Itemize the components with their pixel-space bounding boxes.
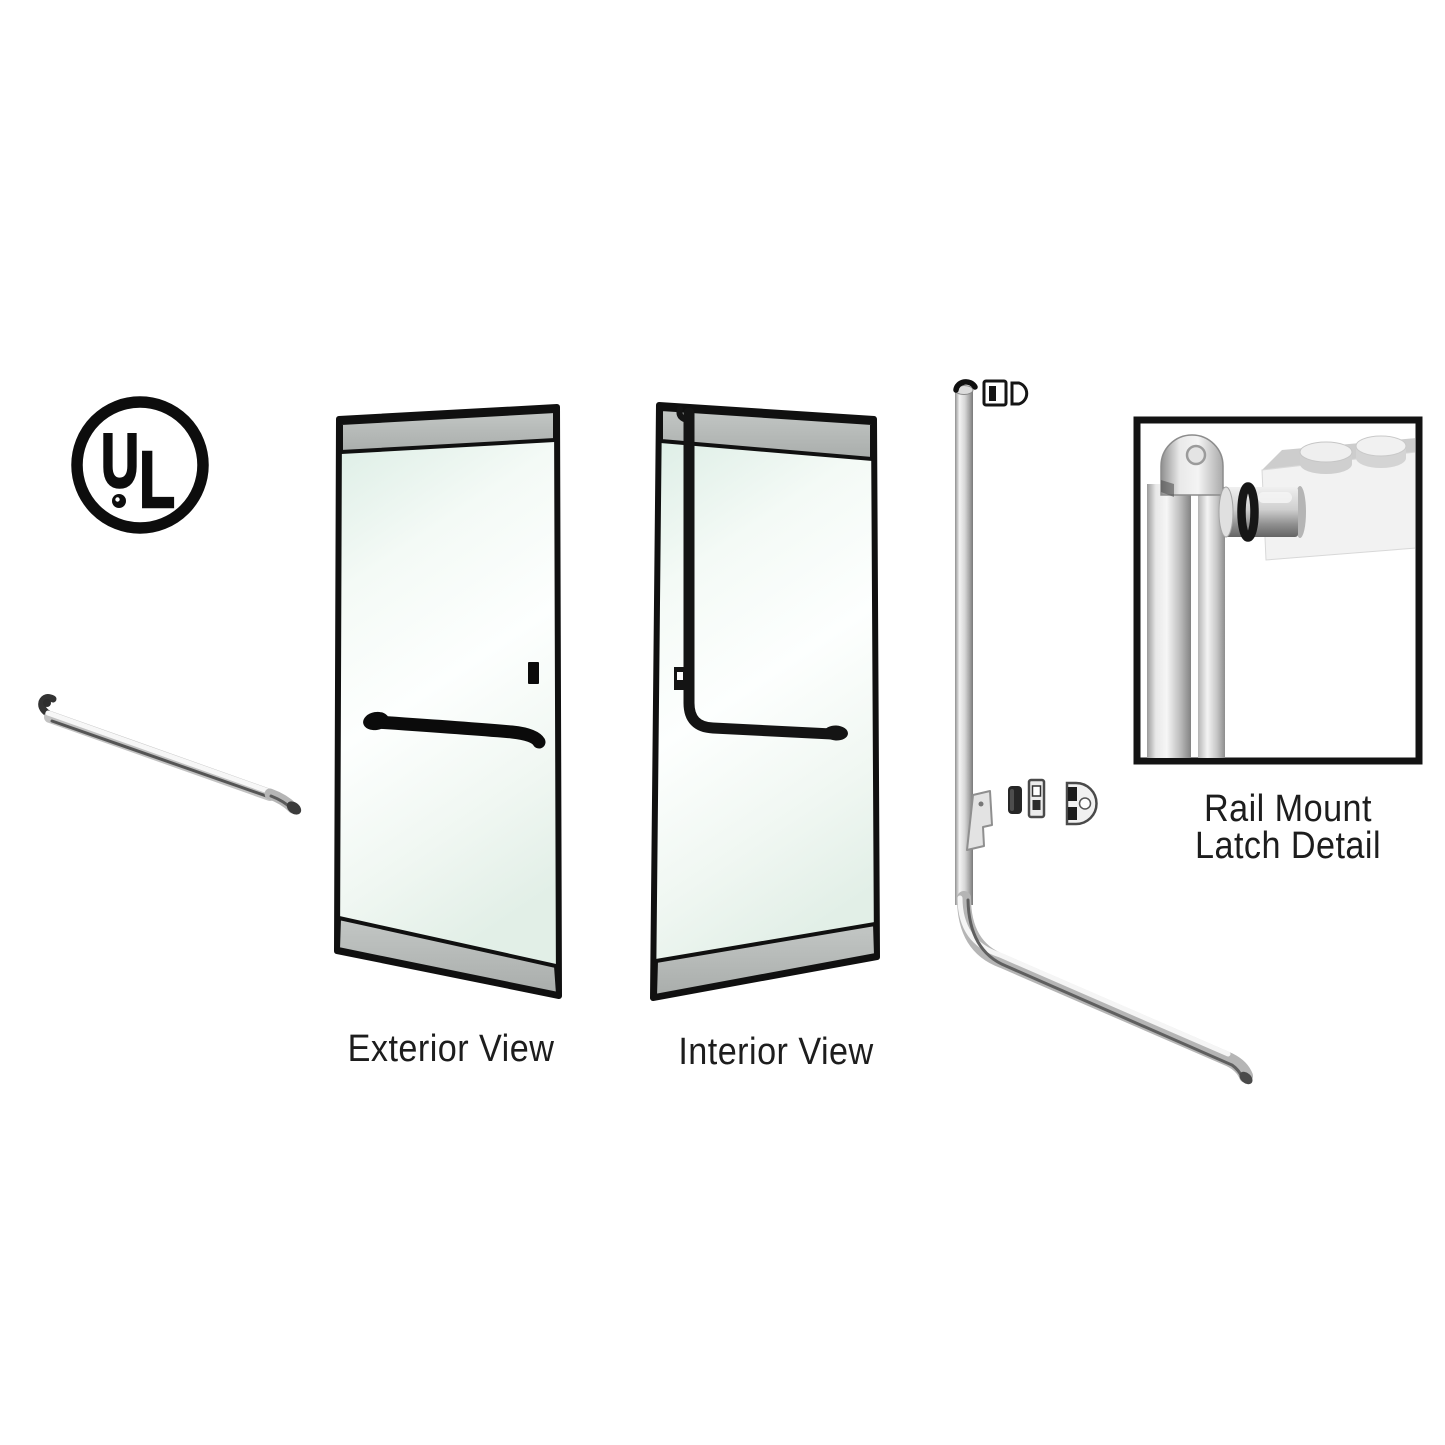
inset-caption-line2: Latch Detail bbox=[1194, 825, 1382, 867]
vertical-rod-tube bbox=[955, 389, 973, 905]
exterior-door-bottom-rail bbox=[335, 915, 561, 997]
rail-mount-latch-inset bbox=[1133, 416, 1423, 765]
inset-rail-tube bbox=[1147, 484, 1191, 758]
interior-vertical-rod-handle bbox=[683, 407, 838, 740]
latch-block-boss bbox=[1299, 441, 1353, 463]
interior-view-label: Interior View bbox=[678, 1031, 874, 1073]
ul-certification-logo-icon: U L bbox=[71, 396, 209, 534]
latch-hardware-parts bbox=[1008, 778, 1098, 826]
rod-mount-bracket bbox=[966, 790, 993, 851]
interior-door-glass bbox=[650, 402, 880, 1001]
interior-door bbox=[650, 402, 880, 1001]
chrome-push-bar bbox=[38, 694, 302, 815]
exterior-door bbox=[334, 404, 562, 999]
inset-bolt-o-ring bbox=[1237, 482, 1259, 542]
push-bar-body bbox=[44, 711, 276, 801]
inset-caption: Rail Mount Latch Detail bbox=[1194, 788, 1382, 867]
exterior-view-label: Exterior View bbox=[347, 1028, 555, 1070]
rod-bottom-push-bar bbox=[957, 891, 1253, 1083]
ul-logo-circle bbox=[71, 396, 209, 534]
ul-letter-u: U bbox=[101, 419, 139, 504]
exterior-door-top-rail bbox=[339, 408, 557, 455]
latch-block-boss bbox=[1355, 435, 1407, 457]
exterior-latch-keeper bbox=[528, 662, 539, 684]
inset-clevis-head bbox=[1160, 434, 1224, 496]
ul-letter-l: L bbox=[139, 435, 175, 524]
exterior-push-bar-handle bbox=[369, 715, 546, 749]
rod-top-latch-hook bbox=[953, 379, 978, 393]
interior-door-top-rail bbox=[659, 406, 874, 462]
interior-door-bottom-rail bbox=[652, 921, 879, 999]
inset-caption-line1: Rail Mount bbox=[1204, 788, 1372, 830]
exterior-door-glass bbox=[334, 404, 562, 999]
vertical-rod-assembly bbox=[953, 379, 1253, 1085]
rod-top-latch-cam bbox=[1010, 381, 1029, 406]
inset-vertical-rod bbox=[1198, 487, 1225, 758]
